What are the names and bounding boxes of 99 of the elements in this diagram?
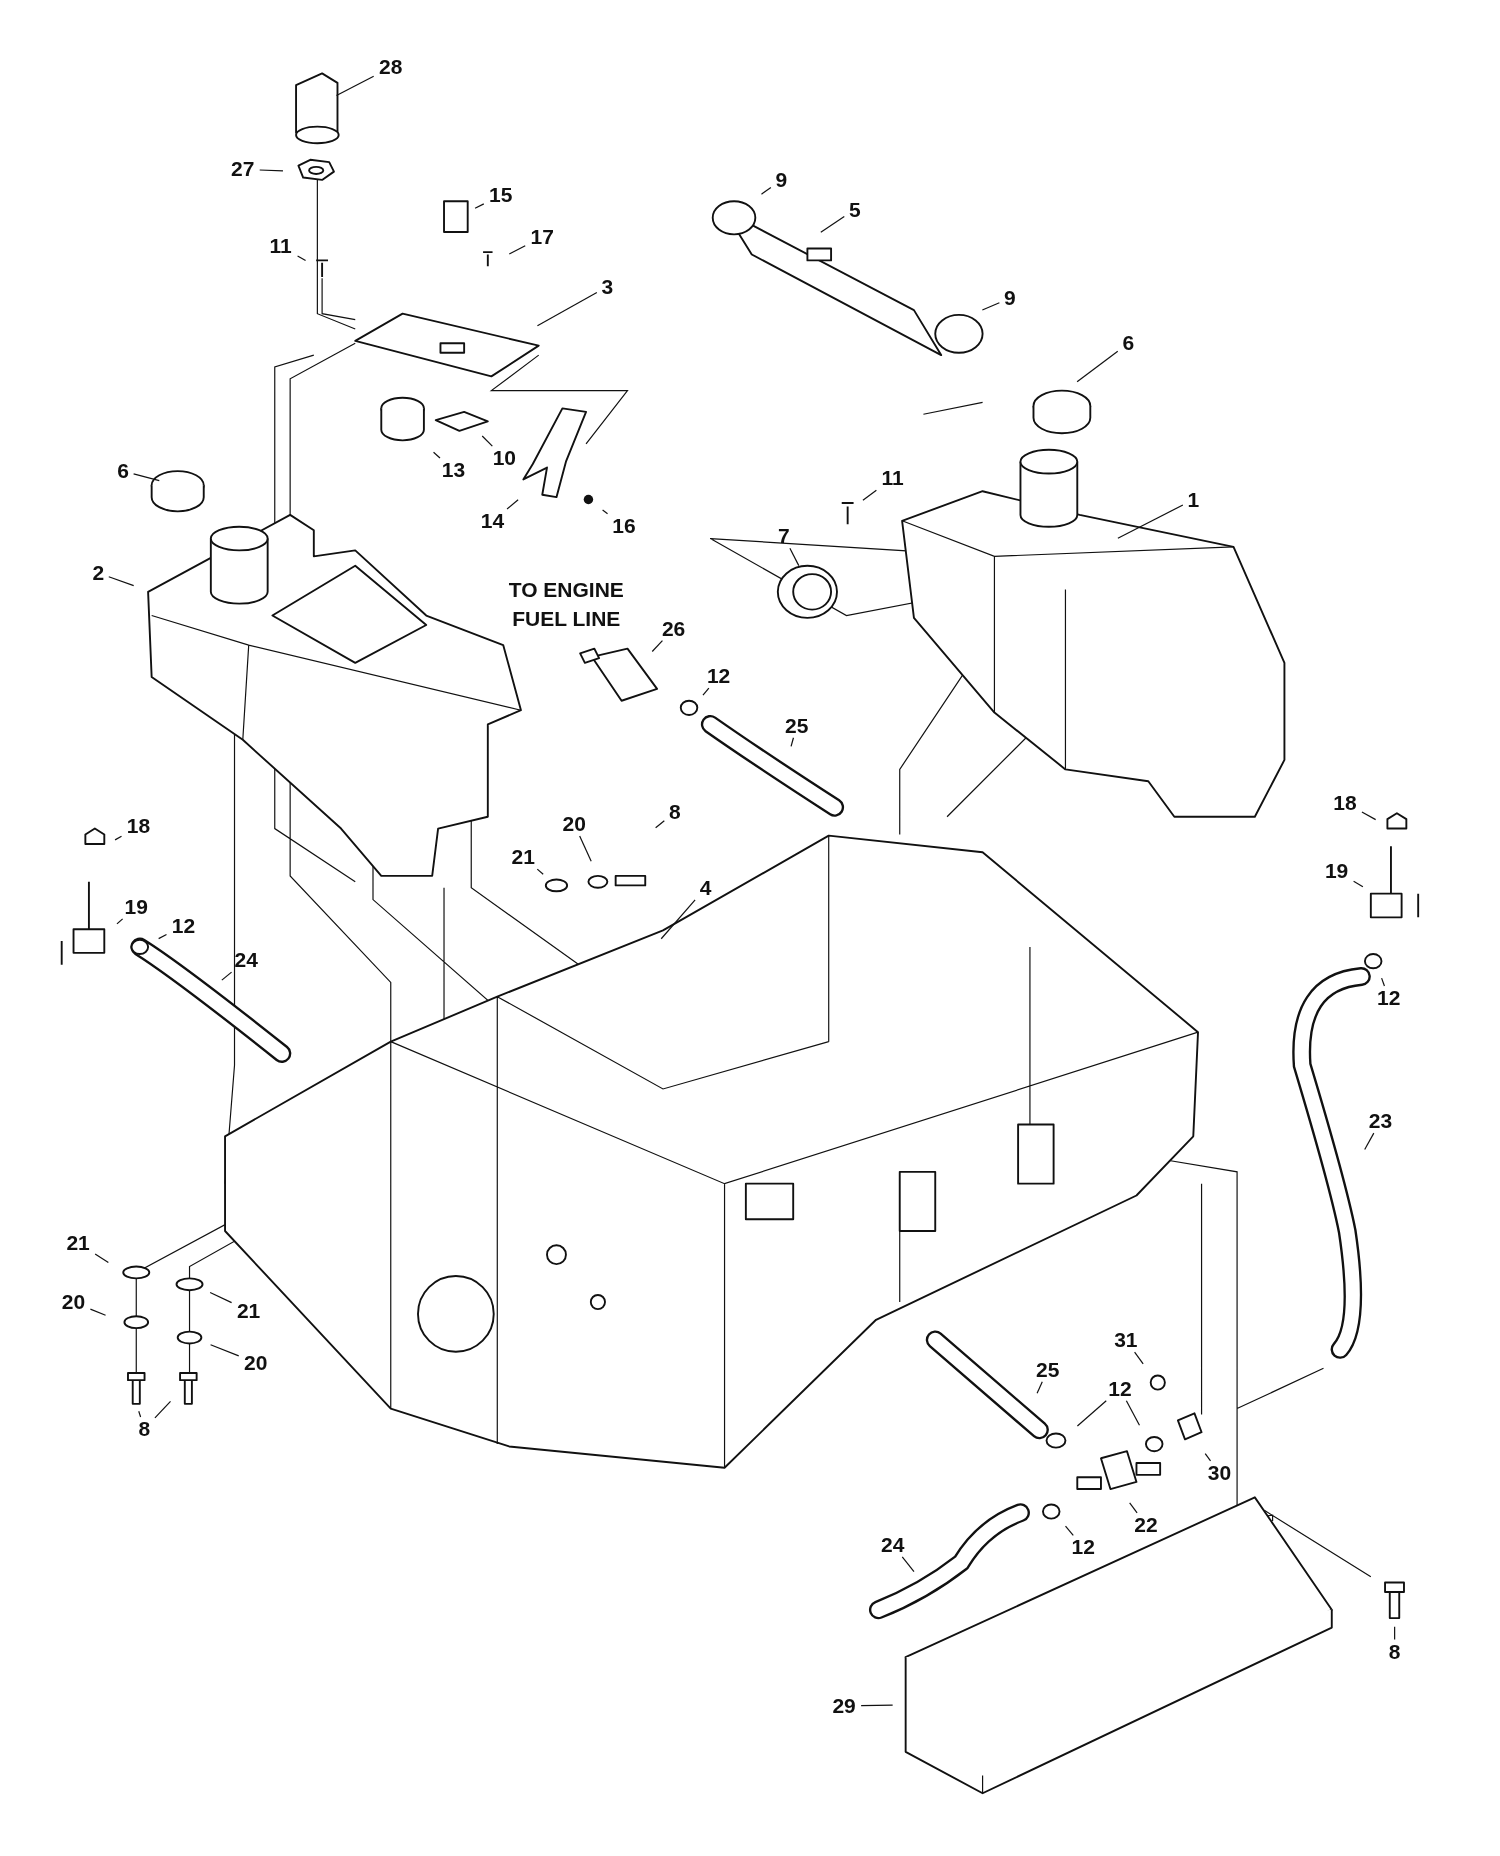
- callout-number: 12: [701, 664, 736, 688]
- callout-number: 4: [695, 875, 717, 900]
- callout-number: 24: [875, 1533, 910, 1557]
- leader-line: [89, 1308, 107, 1316]
- leader-line: [432, 451, 441, 459]
- leader-line: [133, 473, 160, 482]
- leader-line: [536, 868, 544, 875]
- callout-number: 24: [229, 948, 264, 973]
- callout-number: 25: [1030, 1357, 1065, 1382]
- callout-number: 23: [1363, 1109, 1398, 1134]
- leader-line: [760, 186, 772, 195]
- callout-number: 7: [773, 524, 795, 549]
- leader-line: [1064, 1525, 1074, 1536]
- leader-line: [138, 1410, 142, 1418]
- callout-number: 2: [87, 561, 109, 585]
- callout-number: 6: [1117, 331, 1139, 356]
- callout-number: 8: [664, 800, 686, 825]
- callout-number: 17: [525, 224, 560, 249]
- callout-number: 21: [231, 1298, 266, 1323]
- leader-line: [1361, 811, 1377, 821]
- leader-line: [1381, 977, 1386, 987]
- callout-number: 1: [1182, 487, 1204, 512]
- leader-line: [602, 509, 609, 515]
- leader-line: [1204, 1453, 1212, 1462]
- callout-number: 19: [1319, 859, 1354, 884]
- leader-line: [651, 640, 663, 653]
- leader-line: [536, 291, 598, 327]
- callout-number: 16: [606, 513, 641, 538]
- leader-line: [114, 835, 123, 841]
- callout-number: 18: [1327, 790, 1362, 815]
- leader-line: [820, 215, 845, 233]
- leader-line: [335, 75, 375, 97]
- leader-line: [296, 255, 307, 262]
- leader-line: [655, 820, 665, 829]
- callout-number: 12: [1102, 1376, 1137, 1401]
- callout-number: 28: [373, 55, 408, 80]
- callout-number: 14: [475, 508, 510, 533]
- leader-line: [94, 1253, 109, 1264]
- leader-line: [158, 933, 168, 940]
- leader-line: [1076, 350, 1119, 383]
- leader-line: [1125, 1400, 1141, 1426]
- callout-number: 9: [999, 286, 1021, 311]
- leader-line: [210, 1344, 240, 1357]
- leader-line: [259, 169, 284, 172]
- callout-number: 20: [557, 812, 592, 836]
- callout-number: 15: [483, 183, 518, 208]
- leader-line: [579, 835, 592, 862]
- leader-line: [702, 687, 710, 696]
- leader-line: [660, 899, 696, 940]
- leader-line: [1117, 504, 1184, 539]
- leader-line: [508, 245, 526, 255]
- callout-number: 26: [656, 616, 691, 641]
- callout-number: 8: [1384, 1639, 1406, 1664]
- callout-number: 11: [263, 234, 298, 259]
- callout-number: 31: [1108, 1328, 1143, 1353]
- leader-line: [1394, 1626, 1396, 1641]
- callout-number: 12: [1371, 986, 1406, 1010]
- callout-number: 22: [1129, 1512, 1163, 1537]
- callout-number: 6: [112, 459, 134, 484]
- callout-number: 18: [121, 814, 156, 839]
- leader-line: [108, 576, 135, 587]
- leader-line: [862, 489, 877, 501]
- leader-line: [789, 547, 800, 567]
- leader-line: [860, 1704, 894, 1707]
- callout-number: 27: [225, 157, 260, 182]
- leader-line: [1364, 1132, 1375, 1151]
- callout-number: 20: [238, 1350, 273, 1375]
- callout-number: 21: [506, 845, 541, 870]
- callout-number: 21: [61, 1231, 96, 1256]
- leader-line: [474, 203, 485, 209]
- leader-line: [1353, 880, 1364, 888]
- callout-number: 8: [133, 1416, 155, 1441]
- leader-line: [981, 302, 1000, 311]
- callout-number: 12: [166, 913, 201, 938]
- callout-number: 9: [770, 167, 792, 192]
- leader-line: [1129, 1502, 1138, 1514]
- callout-number: 19: [119, 894, 154, 919]
- callout-number: 5: [844, 197, 866, 222]
- callout-number: 29: [827, 1694, 862, 1718]
- leader-line: [1134, 1351, 1144, 1365]
- callout-number: 30: [1202, 1460, 1237, 1485]
- leader-line: [116, 918, 124, 925]
- leader-line: [901, 1556, 915, 1573]
- leader-line: [154, 1400, 172, 1419]
- note-text: TO ENGINE FUEL LINE: [507, 577, 625, 633]
- callout-number: 20: [56, 1290, 91, 1315]
- leader-line: [481, 435, 493, 447]
- leader-line: [209, 1291, 233, 1304]
- callout-number: 11: [875, 466, 910, 491]
- callout-number: 12: [1066, 1535, 1101, 1560]
- leader-line: [506, 499, 519, 510]
- callout-number: 3: [596, 274, 618, 299]
- callout-number: 13: [436, 458, 471, 482]
- callout-number: 25: [779, 713, 814, 738]
- leader-line: [790, 737, 795, 747]
- leader-line: [1036, 1381, 1043, 1394]
- leader-line: [221, 971, 233, 981]
- leader-line: [1076, 1400, 1107, 1427]
- callout-number: 10: [487, 446, 522, 471]
